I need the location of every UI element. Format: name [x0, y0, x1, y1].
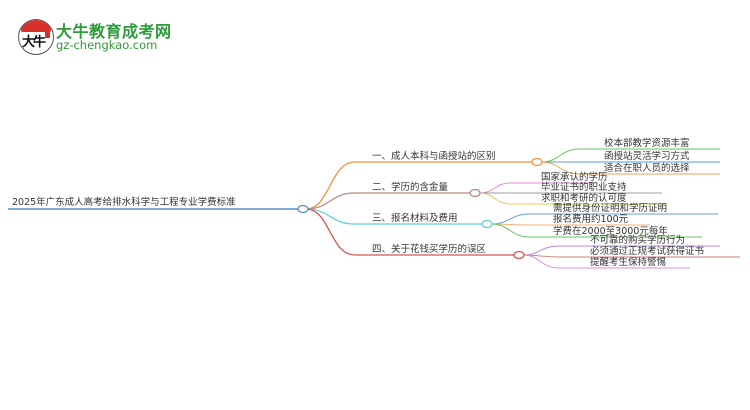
branch-1-node-circle[interactable] — [531, 157, 543, 167]
connector-branch-4 — [305, 208, 519, 256]
root-node-circle[interactable] — [297, 204, 309, 214]
branch-4-child-2[interactable]: 必须通过正规考试获得证书 — [590, 246, 705, 257]
connector-branch-1 — [305, 161, 537, 210]
connector-branch-2 — [305, 192, 475, 210]
branch-1-topic[interactable]: 一、成人本科与函授站的区别 — [372, 151, 496, 162]
branch-3-child-2[interactable]: 报名费用约100元 — [553, 214, 629, 225]
connector-branch-3 — [305, 208, 487, 225]
branch-2-child-2[interactable]: 毕业证书的职业支持 — [541, 182, 627, 193]
branch-1-child-1[interactable]: 校本部教学资源丰富 — [604, 138, 690, 149]
branch-3-node-circle[interactable] — [481, 219, 493, 229]
logo-badge-text: 大牛 — [22, 35, 46, 50]
branch-4-child-3[interactable]: 提醒考生保持警惕 — [590, 257, 667, 268]
branch-4-node-circle[interactable] — [513, 250, 525, 260]
branch-3-topic[interactable]: 三、报名材料及费用 — [372, 213, 458, 224]
branch-1-child-2[interactable]: 函授站灵活学习方式 — [604, 151, 690, 162]
branch-2-child-3[interactable]: 求职和考研的认可度 — [541, 193, 627, 204]
logo-url: gz-chengkao.com — [56, 38, 158, 52]
branch-4-topic[interactable]: 四、关于花钱买学历的误区 — [372, 244, 487, 255]
branch-3-child-3[interactable]: 学费在2000至3000元每年 — [553, 226, 668, 237]
logo-title: 大牛教育成考网 — [56, 22, 172, 41]
branch-4-child-1[interactable]: 不可靠的购买学历行为 — [590, 235, 686, 246]
branch-2-topic[interactable]: 二、学历的含金量 — [372, 182, 449, 193]
site-logo[interactable]: 大牛 大牛教育成考网 gz-chengkao.com — [18, 17, 218, 57]
root-topic[interactable]: 2025年广东成人高考给排水科学与工程专业学费标准 — [12, 197, 236, 208]
branch-3-child-1[interactable]: 需提供身份证明和学历证明 — [553, 203, 668, 214]
branch-1-child-3[interactable]: 适合在职人员的选择 — [604, 163, 690, 174]
branch-2-child-1[interactable]: 国家承认的学历 — [541, 172, 608, 183]
logo-badge-icon: 大牛 — [18, 19, 54, 55]
branch-2-node-circle[interactable] — [469, 188, 481, 198]
